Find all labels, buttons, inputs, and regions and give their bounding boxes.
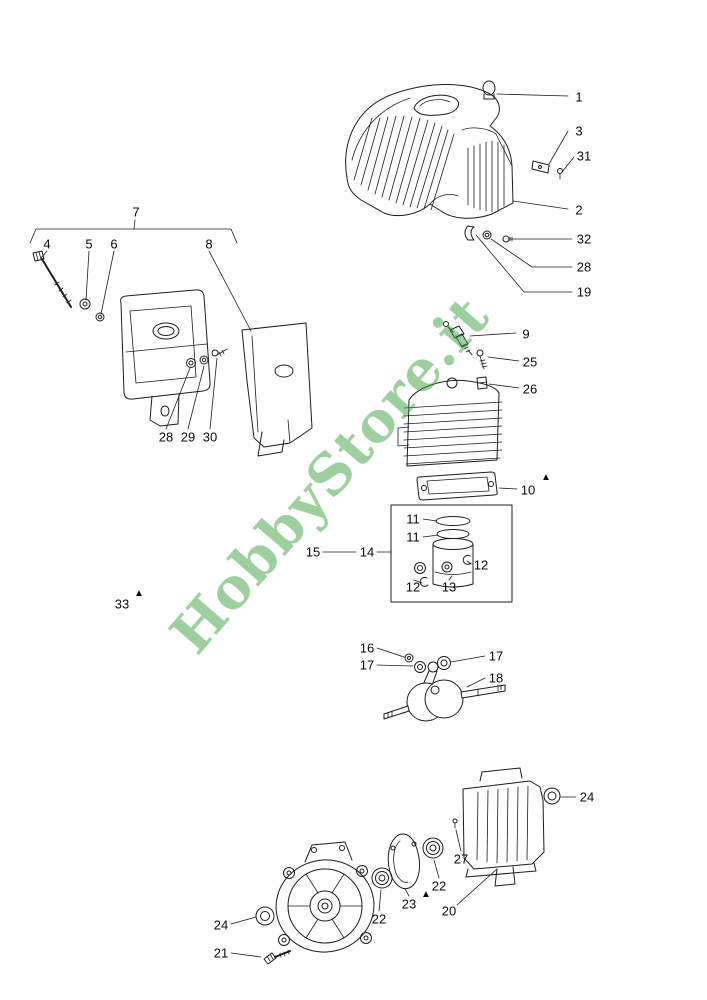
bearing-22-upper (422, 837, 444, 859)
part-label-8: 8 (205, 236, 213, 252)
part-label-7: 7 (132, 204, 140, 220)
part-label-1: 1 (575, 89, 583, 105)
piston-part-13 (414, 538, 474, 588)
engine-cover-drawing (345, 80, 563, 243)
part-label-28-cover: 28 (576, 259, 592, 275)
group-bracket-7 (29, 228, 238, 244)
bearing-22-lower (371, 867, 393, 889)
part-label-9: 9 (522, 326, 530, 342)
spark-plug-part-9 (443, 321, 473, 356)
muffler-group-drawing (32, 250, 313, 457)
marker-triangle-23: ▲ (421, 889, 431, 900)
part-label-32: 32 (576, 231, 592, 247)
piston-kit-box (390, 504, 513, 603)
leader-lines (29, 93, 577, 958)
part-label-5: 5 (85, 236, 93, 252)
crankshaft-drawing (383, 653, 506, 722)
clip-part-19 (464, 225, 475, 241)
part-label-4: 4 (43, 236, 51, 252)
part-label-12-a: 12 (473, 557, 489, 573)
part-label-6: 6 (110, 236, 118, 252)
part-label-10: 10 (520, 482, 536, 498)
part-label-24-left: 24 (213, 917, 229, 933)
washer-part-5 (79, 298, 91, 310)
marker-triangle-33: ▲ (134, 588, 144, 599)
screws-28-29-30 (186, 348, 228, 368)
part-label-22-b: 22 (371, 911, 387, 927)
cylinder-part (397, 377, 503, 467)
part-label-15: 15 (305, 544, 321, 560)
part-label-12-b: 12 (405, 579, 421, 595)
part-label-33: 33 (114, 596, 130, 612)
part-label-17-a: 17 (359, 657, 375, 673)
washer-part-6 (95, 312, 105, 322)
part-label-11-b: 11 (406, 529, 420, 545)
heat-shield-part-8 (241, 322, 313, 457)
muffler-body (120, 289, 211, 427)
cylinder-group-drawing (397, 321, 503, 501)
screw-part-21 (263, 949, 291, 965)
part-label-28-muffler: 28 (158, 429, 174, 445)
oil-seal-24-left (255, 906, 275, 926)
part-label-22-a: 22 (431, 878, 447, 894)
crankcase-half-left (275, 841, 375, 953)
part-label-11-a: 11 (406, 511, 420, 527)
part-label-16: 16 (359, 640, 375, 656)
part-label-24-right: 24 (579, 789, 595, 805)
gasket-part-10 (416, 471, 498, 501)
part-label-26: 26 (522, 381, 538, 397)
part-label-23: 23 (401, 896, 417, 912)
piston-box-drawing (390, 504, 513, 603)
part-label-3: 3 (575, 123, 583, 139)
part-label-20: 20 (441, 903, 457, 919)
part-label-18: 18 (488, 670, 504, 686)
crankcase-half-right (452, 767, 545, 887)
part-label-27: 27 (453, 851, 469, 867)
crankcase-drawing (255, 767, 561, 965)
part-label-29: 29 (180, 429, 196, 445)
part-label-13: 13 (441, 579, 457, 595)
screw-part-25 (476, 349, 488, 370)
oil-seal-24-right (543, 787, 561, 805)
part-label-30: 30 (202, 429, 218, 445)
screw-part-32 (502, 235, 516, 243)
part-label-19: 19 (576, 284, 592, 300)
marker-triangle-10: ▲ (541, 472, 551, 483)
bracket-part-3 (531, 160, 563, 180)
part-label-17-b: 17 (488, 648, 504, 664)
piston-rings-11 (435, 516, 471, 539)
part-label-31: 31 (576, 148, 592, 164)
bolt-part-4 (32, 250, 72, 308)
knob-part-1 (482, 80, 496, 100)
washer-part-28-top (482, 230, 492, 240)
part-label-2: 2 (575, 202, 583, 218)
part-label-21: 21 (213, 945, 229, 961)
circlips-12 (419, 554, 472, 587)
gasket-part-23 (387, 833, 420, 890)
part-label-14: 14 (359, 544, 375, 560)
part-label-25: 25 (522, 354, 538, 370)
